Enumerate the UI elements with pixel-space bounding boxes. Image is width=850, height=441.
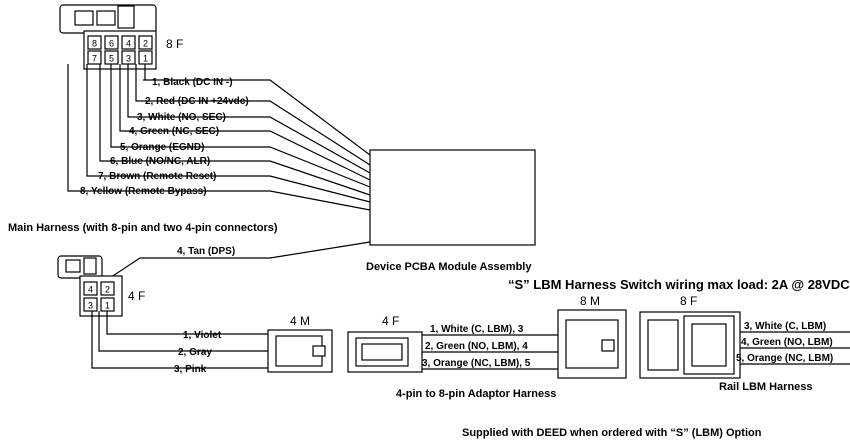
pin-7: 7 <box>92 54 97 64</box>
wire-7-label: 7, Brown (Remote Reset) <box>98 171 216 182</box>
main-8pin-connector: 8 6 4 2 7 5 3 1 8 F <box>59 4 183 70</box>
adaptor-4f-label: 4 F <box>382 314 399 328</box>
pin-3: 3 <box>126 54 131 64</box>
wire-8-label: 8, Yellow (Remote Bypass) <box>80 186 207 197</box>
s-lbm-headline: “S” LBM Harness Switch wiring max load: … <box>508 277 850 292</box>
aux-pin-2: 2 <box>105 285 110 295</box>
rail-8f-connector: 8 F <box>639 294 741 379</box>
adaptor-caption: 4-pin to 8-pin Adaptor Harness <box>396 388 556 400</box>
rail-orange-label: 5, Orange (NC, LBM) <box>736 353 833 364</box>
wire-5-label: 5, Orange (EGND) <box>120 142 204 153</box>
rail-wires <box>740 331 850 365</box>
wire-6-label: 6, Blue (NO/NC, ALR) <box>110 156 210 167</box>
pin-1: 1 <box>143 54 148 64</box>
violet-label: 1, Violet <box>183 330 222 341</box>
pin-8: 8 <box>92 39 97 49</box>
adaptor-4m-label: 4 M <box>290 314 310 328</box>
main-harness-caption: Main Harness (with 8-pin and two 4-pin c… <box>8 222 278 234</box>
rail-8f-label: 8 F <box>680 294 697 308</box>
aux-pin-4: 4 <box>88 285 93 295</box>
wire-2-label: 2, Red (DC IN +24vdc) <box>145 96 249 107</box>
pin-6: 6 <box>109 39 114 49</box>
wire-4-label: 4, Green (NC, SEC) <box>129 126 219 137</box>
device-pcba-box <box>369 149 536 246</box>
aux-pin-3: 3 <box>88 301 93 311</box>
adaptor-wires <box>422 334 558 370</box>
rail-caption: Rail LBM Harness <box>719 381 813 393</box>
wire-1-label: 1, Black (DC IN -) <box>152 77 233 88</box>
gray-label: 2, Gray <box>178 347 212 358</box>
adaptor-4f-connector: 4 F <box>347 314 423 373</box>
pin-4: 4 <box>126 39 131 49</box>
aux-4f-label: 4 F <box>128 289 145 303</box>
adaptor-8m-connector: 8 M <box>557 294 627 379</box>
main-harness-wires <box>67 64 371 211</box>
tan-wire-label: 4, Tan (DPS) <box>177 246 235 257</box>
supplied-caption: Supplied with DEED when ordered with “S”… <box>462 427 762 439</box>
device-caption: Device PCBA Module Assembly <box>366 261 532 273</box>
pin-2: 2 <box>143 39 148 49</box>
adaptor-4m-connector: 4 M <box>267 314 333 373</box>
adaptor-green-label: 2, Green (NO, LBM), 4 <box>425 341 528 352</box>
adaptor-8m-label: 8 M <box>580 294 600 308</box>
tan-wire <box>95 241 371 288</box>
pink-label: 3, Pink <box>174 364 207 375</box>
wire-3-label: 3, White (NO, SEC) <box>137 112 226 123</box>
rail-green-label: 4, Green (NO, LBM) <box>741 337 833 348</box>
aux-4pin-connector: 4 2 3 1 4 F <box>57 255 145 317</box>
aux-wires <box>91 311 268 369</box>
main-8f-label: 8 F <box>166 37 183 51</box>
main-wire-labels: 1, Black (DC IN -) 2, Red (DC IN +24vdc)… <box>80 77 249 197</box>
aux-pin-1: 1 <box>105 301 110 311</box>
rail-white-label: 3, White (C, LBM) <box>744 321 826 332</box>
pin-5: 5 <box>109 54 114 64</box>
adaptor-white-label: 1, White (C, LBM), 3 <box>430 324 524 335</box>
adaptor-orange-label: 3, Orange (NC, LBM), 5 <box>422 358 531 369</box>
